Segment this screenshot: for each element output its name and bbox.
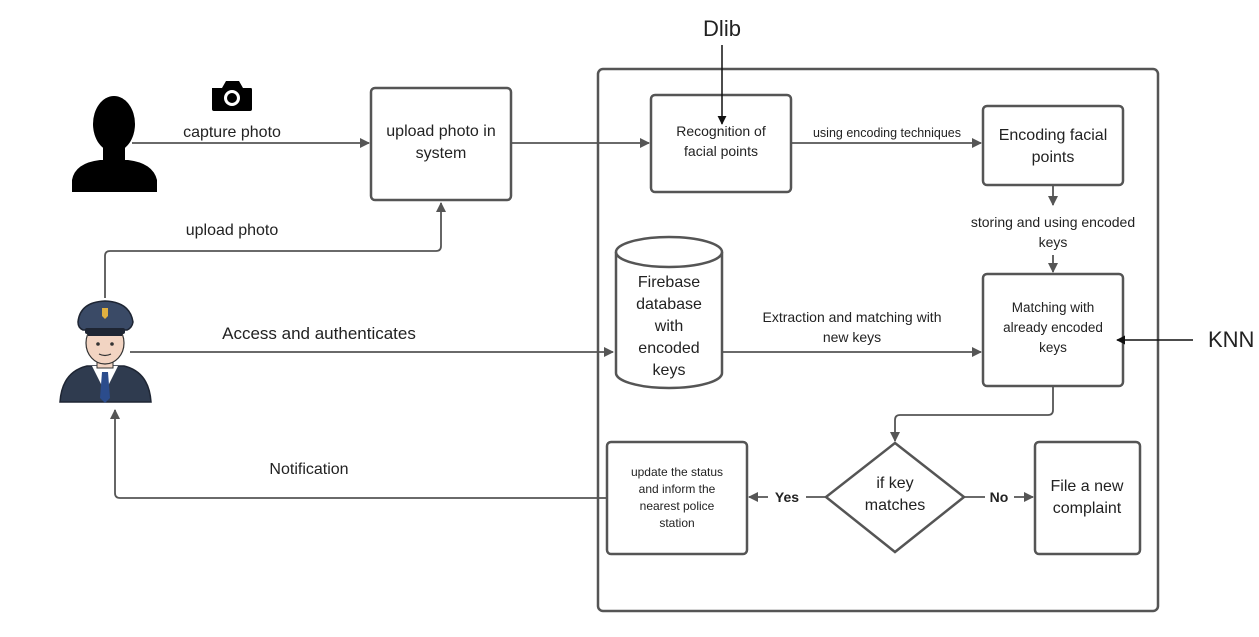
no-label: No (990, 489, 1009, 505)
storing-line2: keys (1039, 234, 1068, 250)
if-key-line2: matches (865, 497, 925, 514)
recognition-line1: Recognition of (676, 123, 766, 139)
extraction-line1: Extraction and matching with (763, 309, 942, 325)
recognition-line2: facial points (684, 143, 758, 159)
person-silhouette-icon (72, 96, 157, 192)
camera-icon (212, 81, 252, 111)
update-line2: and inform the (639, 482, 716, 496)
encoding-line2: points (1032, 149, 1075, 166)
db-line3: with (654, 318, 683, 335)
arrow-notification-to-police (110, 409, 607, 499)
encoding-line1: Encoding facial (999, 127, 1108, 144)
capture-photo-label: capture photo (183, 124, 281, 141)
matching-line1: Matching with (1012, 300, 1095, 315)
db-line1: Firebase (638, 274, 700, 291)
access-authenticates-label: Access and authenticates (222, 324, 416, 343)
upload-photo-box (369, 86, 513, 202)
update-line3: nearest police (640, 499, 715, 513)
encoding-box (981, 104, 1125, 187)
decision-diamond (823, 441, 967, 554)
dlib-label: Dlib (703, 16, 741, 41)
update-line1: update the status (631, 465, 723, 479)
if-key-line1: if key (876, 475, 913, 492)
upload-box-line1: upload photo in (386, 123, 495, 140)
firebase-database-cylinder (614, 235, 724, 390)
yes-label: Yes (775, 489, 799, 505)
upload-box-line2: system (416, 145, 467, 162)
update-line4: station (659, 516, 694, 530)
notification-label: Notification (269, 461, 348, 478)
using-encoding-label: using encoding techniques (813, 126, 961, 140)
update-status-box (605, 440, 749, 556)
db-line4: encoded (638, 340, 699, 357)
police-officer-icon (59, 300, 152, 403)
upload-photo-label: upload photo (186, 222, 279, 239)
db-line5: keys (653, 362, 686, 379)
file-line1: File a new (1051, 478, 1124, 495)
file-line2: complaint (1053, 500, 1122, 517)
matching-line2: already encoded (1003, 320, 1103, 335)
storing-line1: storing and using encoded (971, 214, 1135, 230)
file-complaint-box (1033, 440, 1142, 556)
matching-line3: keys (1039, 340, 1067, 355)
db-line2: database (636, 296, 702, 313)
arrow-police-upload-photo (104, 202, 446, 298)
arrow-matching-to-decision (890, 386, 1054, 442)
extraction-line2: new keys (823, 329, 881, 345)
knn-label: KNN (1208, 327, 1254, 352)
